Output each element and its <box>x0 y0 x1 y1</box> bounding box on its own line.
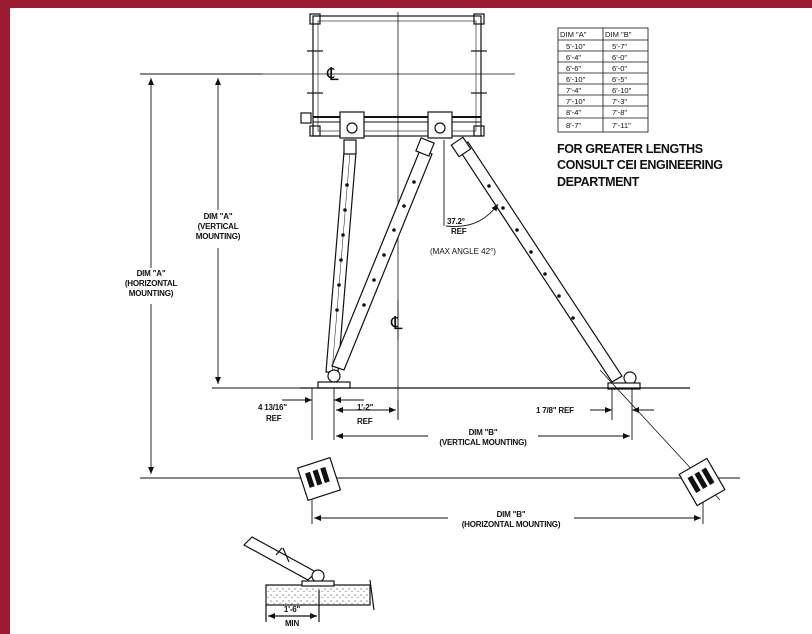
table-cell: 7'-8" <box>612 108 627 117</box>
horizontal-mount-plates <box>296 456 726 507</box>
svg-text:DIM "B": DIM "B" <box>497 510 526 519</box>
dim-b-vertical-label: DIM "B" (VERTICAL MOUNTING) <box>428 428 538 450</box>
table-cell: 5'-10" <box>566 42 586 51</box>
dimension-lines <box>140 73 740 524</box>
table-cell: 6'-5" <box>612 75 627 84</box>
offset-left-label: 4 13/16" <box>258 403 287 412</box>
table-cell: 7'-10" <box>566 97 586 106</box>
right-strut <box>450 136 623 383</box>
svg-text:MOUNTING): MOUNTING) <box>129 289 174 298</box>
table-cell: 6'-10" <box>612 86 632 95</box>
table-header-b: DIM "B" <box>605 30 632 39</box>
centerline-symbol-top: ℄ <box>326 64 339 84</box>
table-cell: 5'-7" <box>612 42 627 51</box>
svg-text:DIM "A": DIM "A" <box>204 212 233 221</box>
offset-center-ref: REF <box>357 417 373 426</box>
svg-text:DIM "B": DIM "B" <box>469 428 498 437</box>
table-cell: 6'-10" <box>566 75 586 84</box>
table-cell: 6'-4" <box>566 53 581 62</box>
slab-detail <box>243 536 375 622</box>
svg-text:(VERTICAL: (VERTICAL <box>198 222 239 231</box>
svg-text:MOUNTING): MOUNTING) <box>196 232 241 241</box>
dim-b-horizontal-label: DIM "B" (HORIZONTAL MOUNTING) <box>448 510 574 532</box>
table-cell: 8'-4" <box>566 108 581 117</box>
table-cell: 6'-6" <box>566 64 581 73</box>
frame-brackets <box>339 111 453 139</box>
diagonal-strut <box>331 137 435 371</box>
min-dim-suffix: MIN <box>285 619 299 628</box>
dimension-table <box>557 27 649 133</box>
svg-text:(HORIZONTAL MOUNTING): (HORIZONTAL MOUNTING) <box>462 520 561 529</box>
note-line-2: CONSULT CEI ENGINEERING <box>557 158 723 172</box>
dim-a-horizontal-label: DIM "A" (HORIZONTAL MOUNTING) <box>112 268 190 304</box>
svg-text:(HORIZONTAL: (HORIZONTAL <box>125 279 178 288</box>
svg-text:DIM "A": DIM "A" <box>137 269 166 278</box>
min-dim-label: 1'-6" <box>284 605 301 614</box>
centerlines <box>262 12 515 420</box>
table-rows: 5'-10" 5'-7" 6'-4" 6'-0" 6'-6" 6'-0" 6'-… <box>566 42 632 130</box>
note-line-3: DEPARTMENT <box>557 175 640 189</box>
table-cell: 7'-11" <box>612 121 631 130</box>
centerline-symbol-bottom: ℄ <box>390 313 403 333</box>
table-cell: 7'-3" <box>612 97 627 106</box>
table-cell: 8'-7" <box>566 121 581 130</box>
svg-text:(VERTICAL MOUNTING): (VERTICAL MOUNTING) <box>439 438 527 447</box>
offset-center-label: 1'-2" <box>357 403 374 412</box>
angle-ref-suffix: REF <box>451 227 467 236</box>
strut-feet <box>317 369 641 390</box>
max-angle-label: (MAX ANGLE 42°) <box>430 247 496 256</box>
table-cell: 7'-4" <box>566 86 581 95</box>
offset-right-label: 1 7/8" REF <box>536 406 574 415</box>
angle-ref-label: 37.2° <box>447 217 465 226</box>
note-line-1: FOR GREATER LENGTHS <box>557 142 703 156</box>
table-cell: 6'-0" <box>612 64 627 73</box>
dim-a-vertical-label: DIM "A" (VERTICAL MOUNTING) <box>186 210 250 248</box>
strut-holes <box>335 180 575 320</box>
table-header-a: DIM "A" <box>560 30 587 39</box>
offset-left-ref: REF <box>266 414 282 423</box>
table-cell: 6'-0" <box>612 53 627 62</box>
